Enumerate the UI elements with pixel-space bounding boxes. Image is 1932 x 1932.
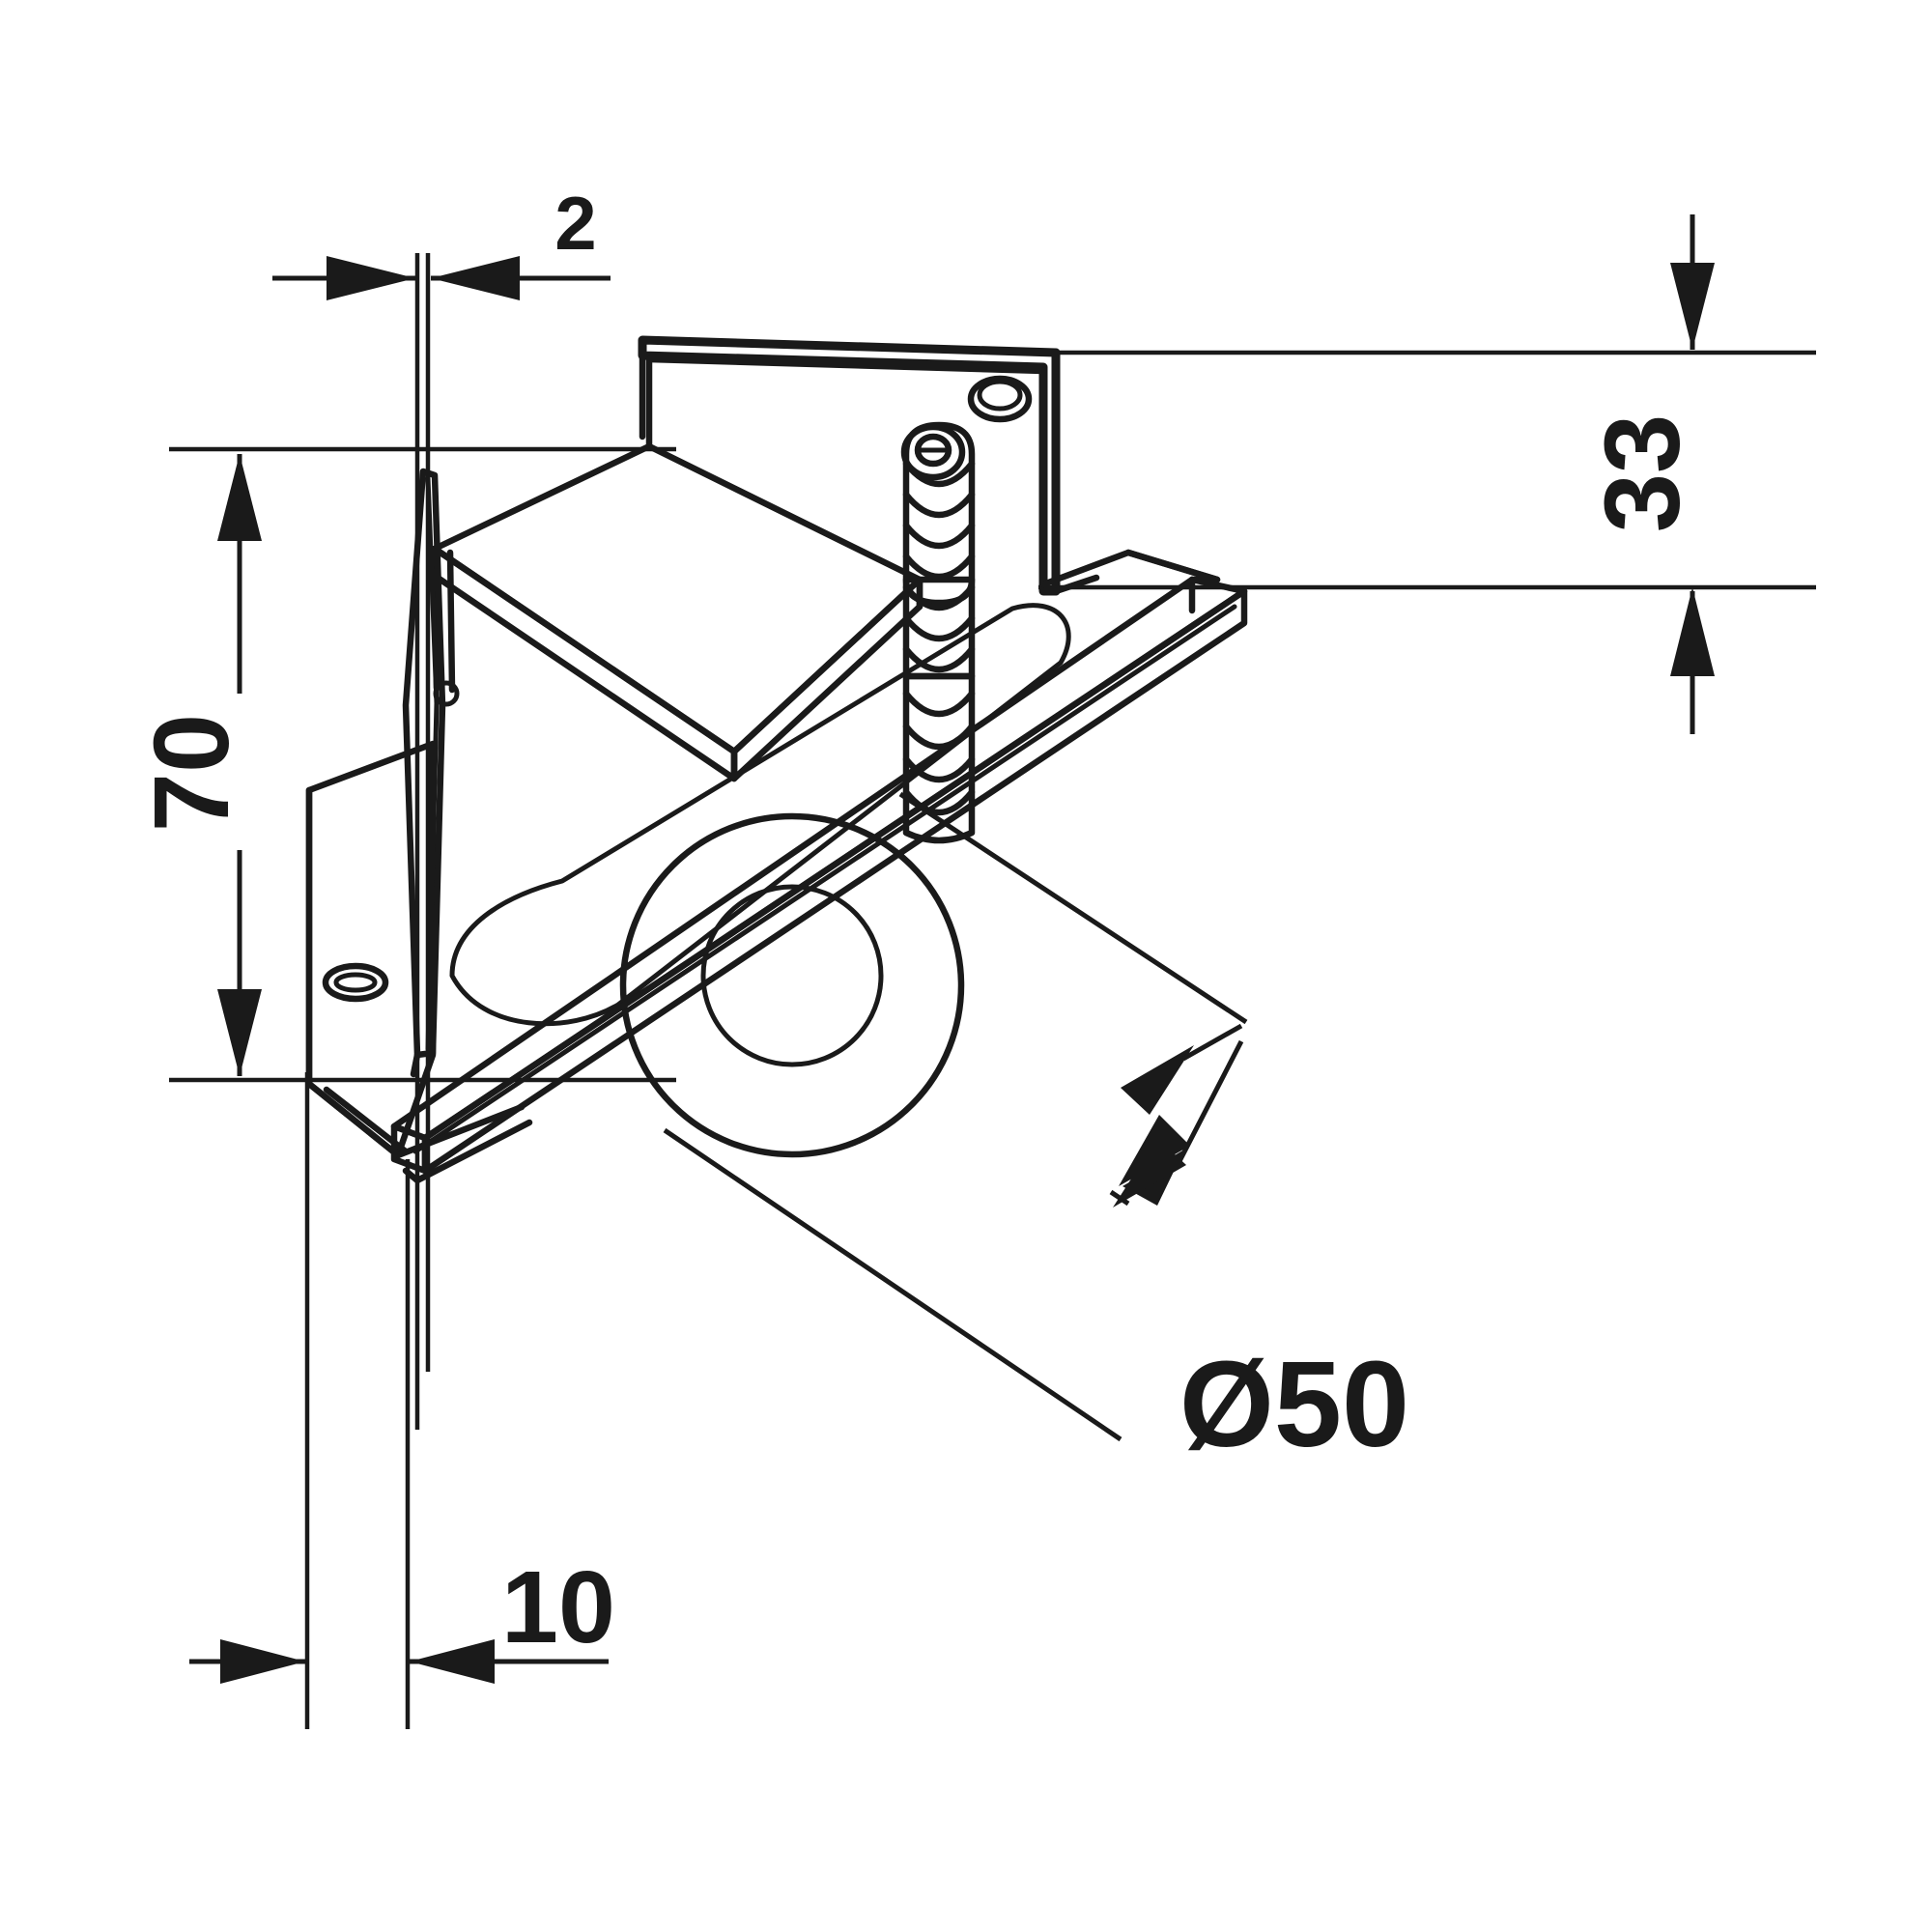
- dimension-10: 10: [189, 1550, 615, 1684]
- arrowhead-left: [431, 256, 520, 300]
- front-plate-mounting-hole: [322, 962, 389, 1003]
- roller-wheel-outer: [619, 812, 965, 1158]
- base-v-corner: [394, 1103, 533, 1184]
- arrowhead-up: [217, 454, 262, 541]
- arrowhead-left: [410, 1639, 495, 1684]
- roller-wheel-hub: [700, 884, 884, 1067]
- arrowhead-down: [217, 989, 262, 1076]
- dimension-label-2: 2: [554, 181, 596, 266]
- diagonal-guide-rail: [390, 576, 1248, 1175]
- slot-opening: [449, 603, 1071, 1027]
- dimension-label-d50: Ø50: [1179, 1336, 1409, 1472]
- dimension-d50: Ø50: [663, 791, 1409, 1472]
- rear-plate-mounting-hole: [967, 375, 1033, 423]
- dimension-2: 2: [272, 181, 611, 300]
- blade-pivot-nub: [433, 680, 460, 707]
- dimension-70: 70: [132, 454, 262, 1076]
- thin-blade-plate: [402, 468, 460, 1078]
- base-step-right: [1124, 549, 1221, 583]
- rear-mounting-plate: [638, 335, 1221, 596]
- rod-top-outer-circle: [900, 423, 966, 481]
- dimension-33: 33: [1583, 214, 1715, 734]
- dimension-label-10: 10: [501, 1550, 615, 1664]
- extension-lines: [169, 253, 1816, 1729]
- arrowhead-right: [220, 1639, 305, 1684]
- dimension-label-33: 33: [1583, 414, 1702, 532]
- front-mounting-plate: [305, 740, 437, 1159]
- dimension-label-70: 70: [132, 714, 251, 832]
- arrowhead-up: [1670, 587, 1715, 676]
- arrowhead-down: [1670, 263, 1715, 350]
- roller-wheel: [619, 812, 965, 1158]
- arrowhead-right: [327, 256, 415, 300]
